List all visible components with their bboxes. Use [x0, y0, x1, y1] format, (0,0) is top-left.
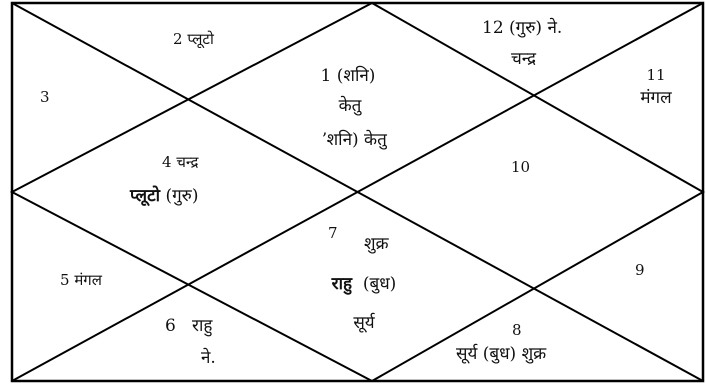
house-7-line2: राहु (बुध) — [332, 276, 397, 293]
house-4-planet2: प्लूटो — [130, 186, 161, 206]
house-2-planets: प्लूटो — [187, 30, 214, 48]
house-10-number: 10 — [511, 158, 531, 176]
house-6-planet2: ने. — [201, 348, 216, 368]
house-12-number: 12 — [482, 18, 504, 38]
house-7-planet1: शुक्र — [364, 234, 389, 254]
house-8-number: 8 — [512, 321, 522, 339]
house-11-planets: मंगल — [640, 88, 672, 108]
house-7-planet2: राहु — [331, 274, 353, 294]
house-12-planet2: चन्द्र — [511, 49, 537, 69]
house-7-planet4: सूर्य — [353, 313, 375, 333]
house-6-number: 6 — [165, 316, 176, 336]
house-4-planet1: चन्द्र — [176, 153, 199, 171]
house-6: 6 राहु — [165, 318, 212, 335]
house-1-ketu: केतु — [338, 96, 362, 116]
house-12-planet1: (गुरु) ने. — [509, 18, 563, 38]
house-5-number: 5 — [60, 271, 70, 289]
house-4-number: 4 — [162, 153, 172, 171]
house-1-number: 1 (शनि) — [320, 66, 376, 86]
house-5: 5 मंगल — [60, 273, 102, 288]
house-4-planet3: (गुरु) — [165, 186, 199, 206]
diagonal-anti — [11, 2, 704, 382]
house-7-number: 7 — [328, 224, 338, 242]
house-11-number: 11 — [646, 66, 666, 84]
house-7-planet3: (बुध) — [362, 274, 397, 294]
house-12: 12 (गुरु) ने. — [482, 20, 562, 37]
house-4-line2: प्लूटो (गुरु) — [130, 188, 198, 205]
house-2: 2 प्लूटो — [173, 32, 214, 47]
house-9-number: 9 — [635, 261, 645, 279]
inner-diamond — [9, 1, 706, 383]
house-1-line1: (शनि) — [336, 66, 376, 86]
house-1-line3: ʼशनि) केतु — [321, 130, 387, 150]
house-8-planets: सूर्य (बुध) शुक्र — [456, 344, 547, 364]
house-4: 4 चन्द्र — [162, 155, 198, 170]
house-5-planets: मंगल — [74, 271, 102, 289]
house-2-number: 2 — [173, 30, 183, 48]
house-6-planet1: राहु — [192, 316, 213, 336]
house-3-number: 3 — [40, 88, 50, 106]
